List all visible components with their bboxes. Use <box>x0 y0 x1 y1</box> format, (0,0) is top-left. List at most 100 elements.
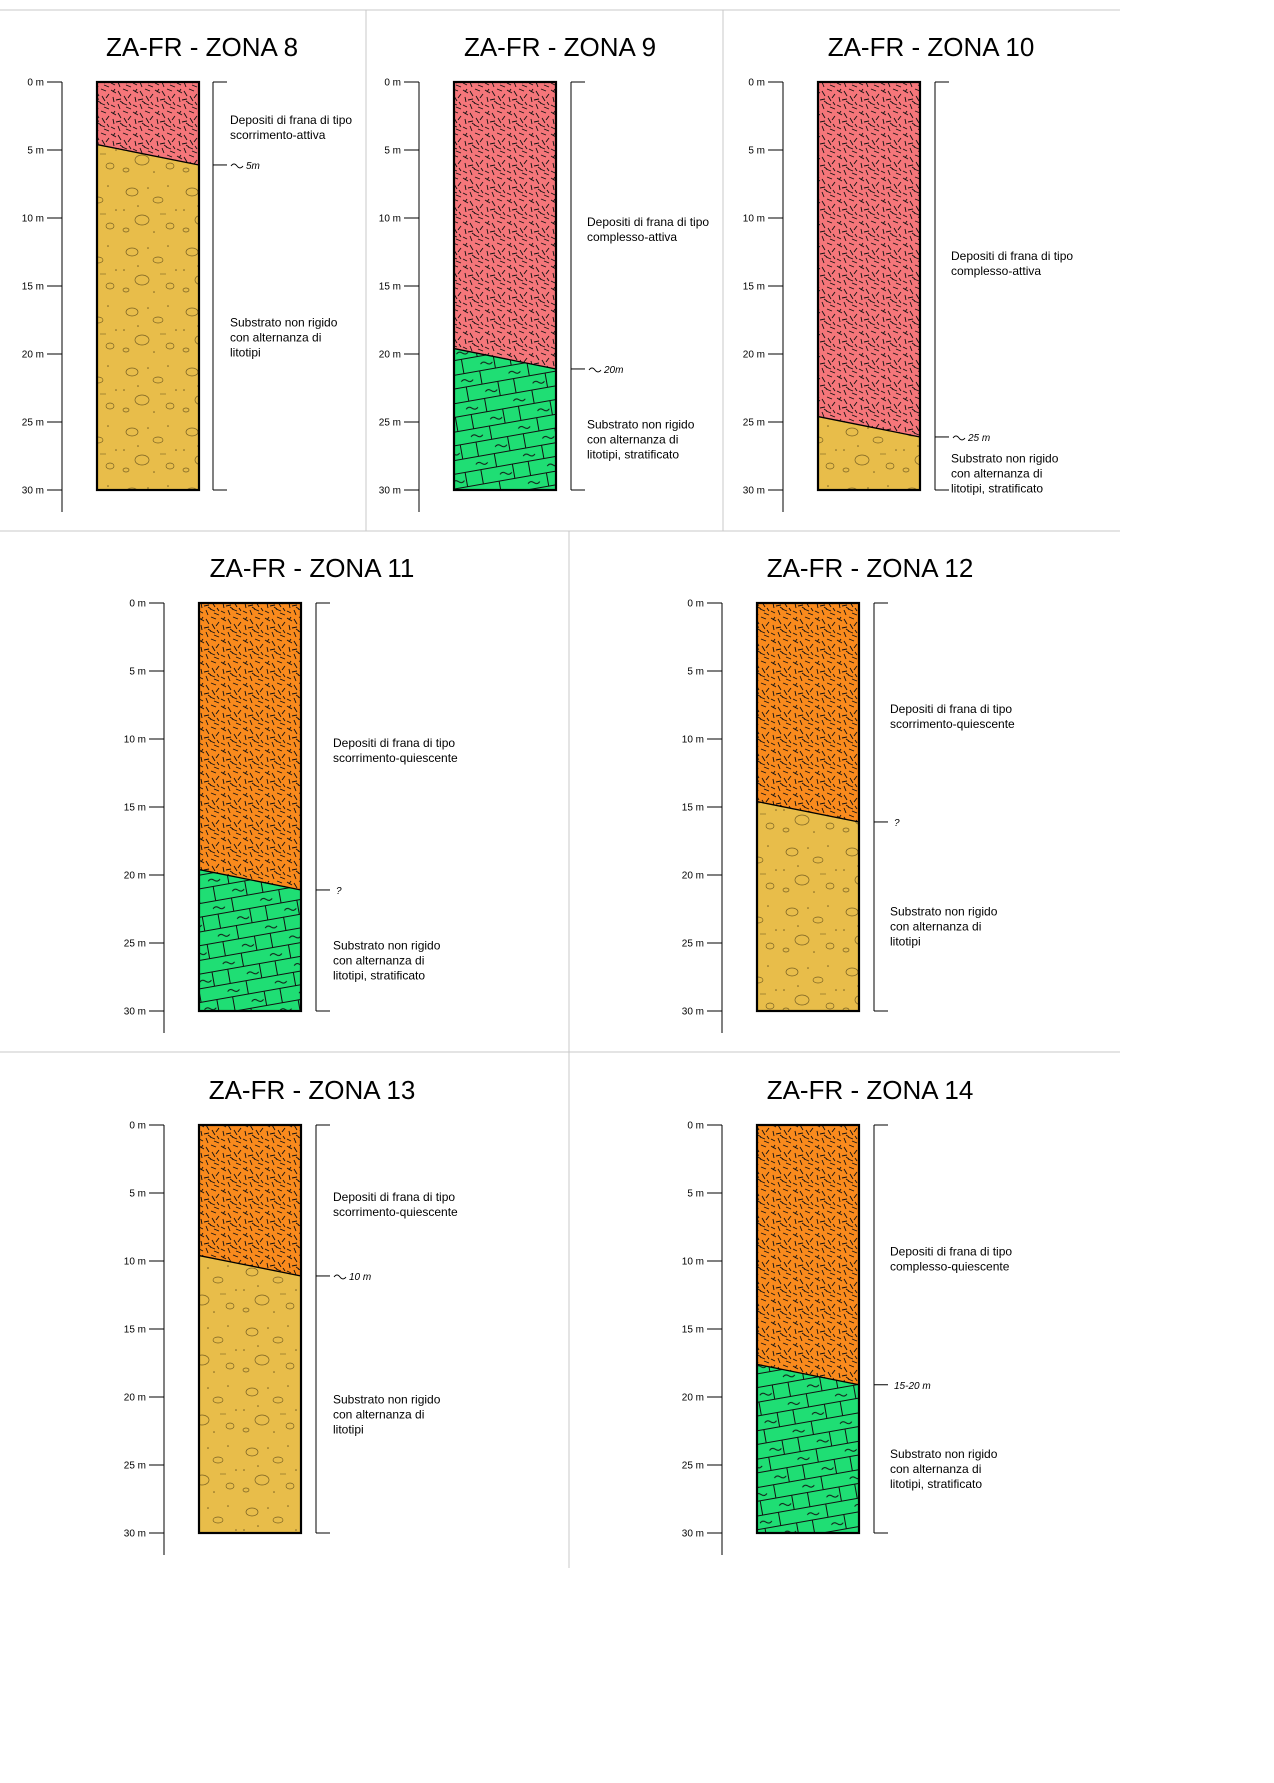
depth-brace <box>873 1124 888 1534</box>
depth-tick-label: 0 m <box>687 599 704 610</box>
depth-tick-label: 30 m <box>124 1529 146 1540</box>
layer-boundary <box>453 347 557 370</box>
panel-zona-10: ZA-FR - ZONA 100 m5 m10 m15 m20 m25 m30 … <box>743 32 1073 512</box>
layer-lower <box>454 348 556 490</box>
depth-axis: 0 m5 m10 m15 m20 m25 m30 m <box>682 1121 723 1555</box>
depth-tick-label: 25 m <box>682 1461 704 1472</box>
panel-title: ZA-FR - ZONA 11 <box>210 553 415 583</box>
depth-tick-label: 25 m <box>682 939 704 950</box>
column-outline <box>755 601 861 1013</box>
boundary-depth-label: ? <box>894 818 900 829</box>
depth-tick-label: 25 m <box>22 418 44 429</box>
layer-lower <box>757 801 859 1011</box>
layer-upper <box>757 1125 859 1385</box>
approx-icon <box>230 163 244 169</box>
layer-upper <box>757 603 859 822</box>
boundary-depth-label: 20m <box>603 365 623 376</box>
depth-brace <box>212 81 227 491</box>
depth-tick-label: 0 m <box>129 599 146 610</box>
panel-title: ZA-FR - ZONA 8 <box>106 32 298 62</box>
panel-zona-13: ZA-FR - ZONA 130 m5 m10 m15 m20 m25 m30 … <box>124 1075 458 1555</box>
depth-tick-label: 15 m <box>682 803 704 814</box>
column-outline <box>197 601 303 1013</box>
depth-tick-label: 0 m <box>687 1121 704 1132</box>
depth-tick-label: 20 m <box>682 871 704 882</box>
depth-tick-label: 30 m <box>682 1007 704 1018</box>
depth-brace <box>570 81 585 491</box>
depth-axis: 0 m5 m10 m15 m20 m25 m30 m <box>682 599 723 1033</box>
depth-axis: 0 m5 m10 m15 m20 m25 m30 m <box>124 1121 165 1555</box>
panel-zona-11: ZA-FR - ZONA 110 m5 m10 m15 m20 m25 m30 … <box>124 553 458 1033</box>
depth-tick-label: 5 m <box>748 146 765 157</box>
depth-tick-label: 10 m <box>379 214 401 225</box>
column-outline <box>452 80 558 492</box>
layer-upper <box>454 82 556 369</box>
layer-lower <box>97 144 199 490</box>
panel-zona-9: ZA-FR - ZONA 90 m5 m10 m15 m20 m25 m30 m… <box>379 32 709 512</box>
layer-lower <box>757 1364 859 1533</box>
panel-title: ZA-FR - ZONA 10 <box>828 32 1035 62</box>
panel-title: ZA-FR - ZONA 13 <box>209 1075 416 1105</box>
layer-boundary <box>756 1363 860 1386</box>
boundary-depth-label: 25 m <box>967 433 990 444</box>
depth-tick-label: 25 m <box>124 1461 146 1472</box>
depth-brace <box>315 602 330 1012</box>
depth-tick-label: 30 m <box>22 486 44 497</box>
boundary-depth-label: 10 m <box>349 1272 371 1283</box>
panel-zona-12: ZA-FR - ZONA 120 m5 m10 m15 m20 m25 m30 … <box>682 553 1015 1033</box>
approx-icon <box>588 367 602 373</box>
depth-tick-label: 5 m <box>384 146 401 157</box>
depth-tick-label: 25 m <box>743 418 765 429</box>
depth-axis: 0 m5 m10 m15 m20 m25 m30 m <box>124 599 165 1033</box>
layer-lower <box>199 1255 301 1533</box>
depth-tick-label: 30 m <box>682 1529 704 1540</box>
boundary-depth-label: 5m <box>246 161 260 172</box>
depth-tick-label: 10 m <box>743 214 765 225</box>
depth-tick-label: 10 m <box>124 1257 146 1268</box>
layer-upper <box>199 603 301 890</box>
column-outline <box>197 1123 303 1535</box>
depth-tick-label: 20 m <box>22 350 44 361</box>
layer-boundary <box>756 800 860 823</box>
depth-axis: 0 m5 m10 m15 m20 m25 m30 m <box>379 78 420 512</box>
column-outline <box>816 80 922 492</box>
depth-tick-label: 20 m <box>379 350 401 361</box>
depth-tick-label: 15 m <box>682 1325 704 1336</box>
depth-tick-label: 15 m <box>22 282 44 293</box>
stratigraphic-columns-sheet: ZA-FR - ZONA 8 0 m 5 m 10 m 15 m 20 m 25 m 30 m… <box>0 9 1120 1568</box>
layer-boundary <box>198 1254 302 1277</box>
depth-axis: 0 m5 m10 m15 m20 m25 m30 m <box>743 78 784 512</box>
depth-tick-label: 0 m <box>129 1121 146 1132</box>
depth-tick-label: 5 m <box>129 1189 146 1200</box>
depth-tick-label: 10 m <box>682 735 704 746</box>
panel-title: ZA-FR - ZONA 9 <box>464 32 656 62</box>
layer-boundary <box>96 143 200 166</box>
depth-tick-label: 0 m <box>27 78 44 89</box>
depth-tick-label: 5 m <box>129 667 146 678</box>
layer-boundary <box>817 415 921 438</box>
column-outline <box>755 1123 861 1535</box>
depth-tick-label: 10 m <box>124 735 146 746</box>
depth-brace <box>315 1124 330 1534</box>
depth-tick-label: 15 m <box>379 282 401 293</box>
panel-title: ZA-FR - ZONA 12 <box>767 553 974 583</box>
depth-tick-label: 0 m <box>748 78 765 89</box>
depth-tick-label: 10 m <box>22 214 44 225</box>
boundary-depth-label: 15-20 m <box>894 1381 931 1392</box>
depth-tick-label: 20 m <box>124 1393 146 1404</box>
depth-tick-label: 20 m <box>124 871 146 882</box>
depth-tick-label: 15 m <box>743 282 765 293</box>
